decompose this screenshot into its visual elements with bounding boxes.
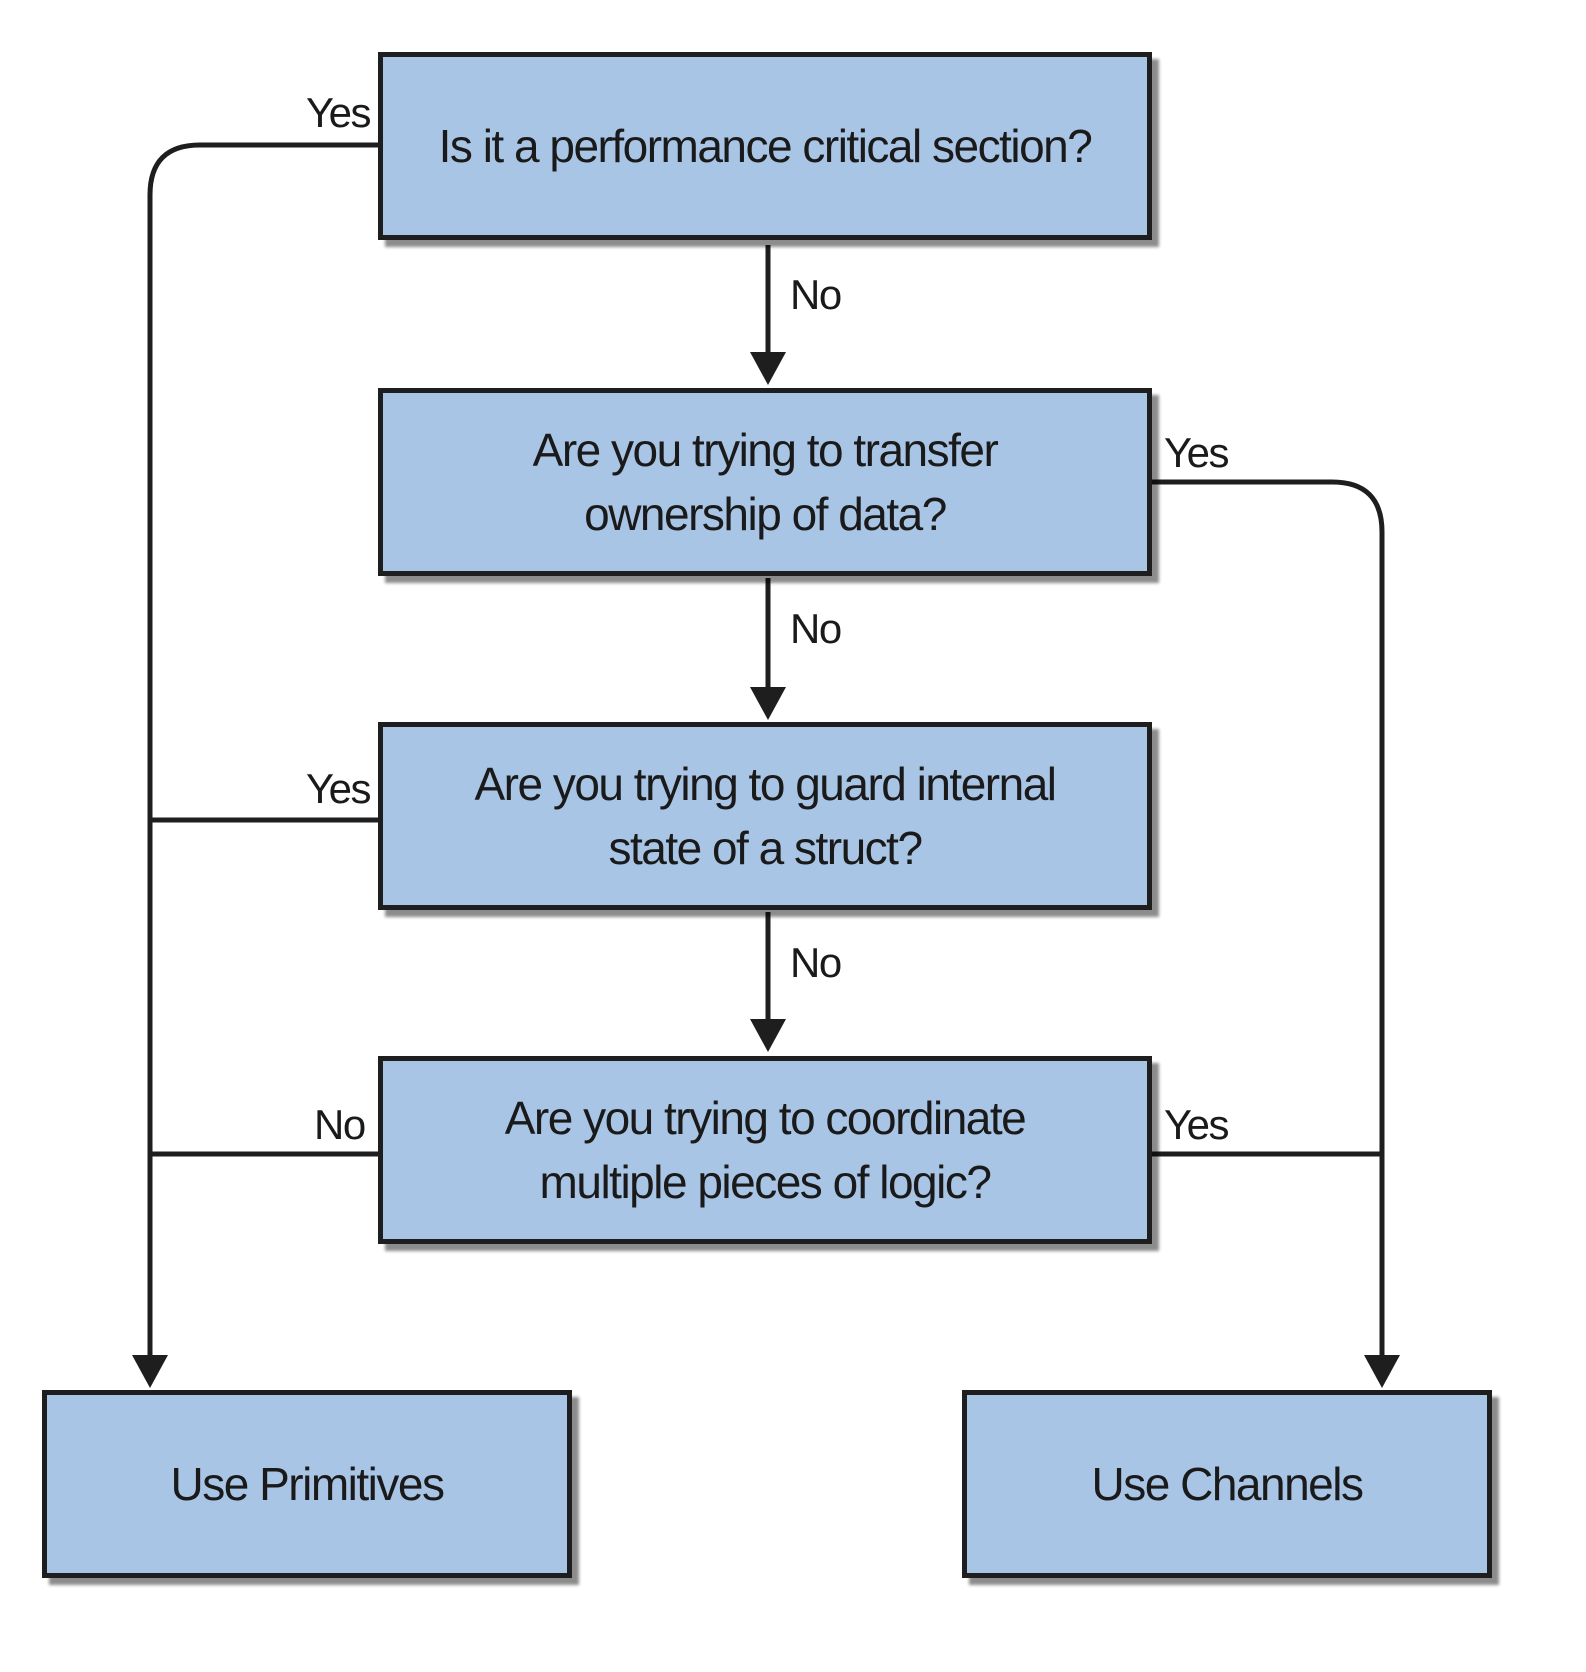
label-q2-no: No (790, 605, 842, 652)
decision-performance-critical-text: Is it a performance critical section? (438, 120, 1093, 172)
edge-q1-yes-trunk (147, 142, 378, 1360)
arrowhead-q2 (750, 352, 786, 385)
label-q3-no: No (790, 939, 842, 986)
arrowhead-primitives (132, 1355, 168, 1388)
arrowhead-q3 (750, 687, 786, 720)
label-q4-no: No (314, 1101, 366, 1148)
decision-coordinate-logic: Are you trying to coordinate multiple pi… (378, 1056, 1152, 1244)
label-q1-no: No (790, 271, 842, 318)
edge-q2-yes-trunk (1152, 479, 1385, 1360)
label-q3-yes: Yes (306, 765, 372, 812)
outcome-use-channels: Use Channels (962, 1390, 1492, 1578)
outcome-use-primitives-text: Use Primitives (170, 1458, 445, 1510)
arrowhead-q4 (750, 1019, 786, 1052)
label-q2-yes: Yes (1164, 429, 1230, 476)
decision-performance-critical: Is it a performance critical section? (378, 52, 1152, 240)
decision-coordinate-logic-text: Are you trying to coordinate multiple pi… (504, 1092, 1027, 1208)
arrowhead-channels (1364, 1355, 1400, 1388)
label-q4-yes: Yes (1164, 1101, 1230, 1148)
decision-guard-internal-state-text: Are you trying to guard internal state o… (474, 758, 1057, 874)
label-q1-yes: Yes (306, 89, 372, 136)
decision-transfer-ownership: Are you trying to transfer ownership of … (378, 388, 1152, 576)
decision-transfer-ownership-text: Are you trying to transfer ownership of … (532, 424, 999, 540)
decision-guard-internal-state: Are you trying to guard internal state o… (378, 722, 1152, 910)
outcome-use-primitives: Use Primitives (42, 1390, 572, 1578)
outcome-use-channels-text: Use Channels (1091, 1458, 1364, 1510)
